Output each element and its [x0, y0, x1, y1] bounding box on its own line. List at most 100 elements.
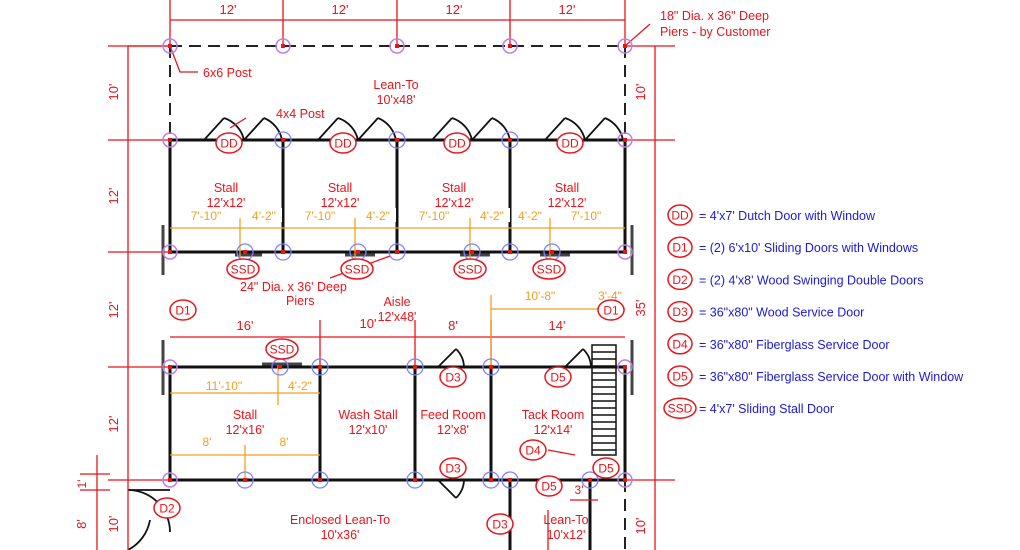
pier-marker	[501, 243, 519, 261]
upper-dim-10-8: 10'-8"	[525, 289, 556, 303]
left-dim-5: 10'	[106, 516, 121, 533]
legend-text: = 4'x7' Sliding Stall Door	[699, 402, 834, 416]
left-dim-small-8: 8'	[74, 519, 89, 529]
pier-marker	[162, 244, 178, 260]
door-tag-ssd-2: SSD	[340, 258, 374, 280]
stall-dim-2: 4'-2"	[252, 209, 276, 223]
post-marker	[508, 44, 512, 48]
wash-stall-size: 12'x10'	[349, 423, 388, 437]
legend-tag-ellipse	[667, 268, 693, 291]
legend-item: D2 = (2) 4'x8' Wood Swinging Double Doors	[667, 268, 923, 291]
stall-dim-6: 4'-2"	[480, 209, 504, 223]
legend-tag: D5	[672, 370, 688, 384]
post-marker	[318, 365, 322, 369]
left-dim-4: 12'	[106, 416, 121, 433]
svg-text:SSD: SSD	[345, 263, 370, 277]
top-dim-3: 12'	[446, 2, 463, 17]
right-dim-1: 10'	[633, 84, 648, 101]
stall-dim-4: 4'-2"	[366, 209, 390, 223]
top-dimensions: 12' 12' 12' 12'	[210, 2, 585, 18]
stall-3-name: Stall	[442, 181, 466, 195]
pier-marker	[389, 38, 405, 54]
lean-to-small-size: 10'x12'	[547, 528, 586, 542]
door-tag-dd-1: DD	[215, 132, 243, 154]
lean-to-small-name: Lean-To	[543, 513, 588, 527]
lower-dim-3: 3'	[575, 483, 584, 497]
post-marker	[356, 250, 360, 254]
post-marker	[168, 138, 172, 142]
aisle-dimensions: 16' 10' 8' 14' 10'-8" 3'-4"	[237, 289, 622, 333]
lower-dim-8a: 8'	[203, 435, 212, 449]
stall-3-size: 12'x12'	[435, 196, 474, 210]
svg-text:D3: D3	[445, 371, 461, 385]
building-walls	[168, 138, 627, 550]
post-marker	[281, 250, 285, 254]
legend-tag-ellipse	[667, 236, 693, 258]
lean-to-top-name: Lean-To	[373, 78, 418, 92]
svg-text:SSD: SSD	[270, 343, 295, 357]
post-marker	[508, 138, 512, 142]
door-swing	[437, 348, 465, 368]
svg-text:D1: D1	[603, 304, 619, 318]
pier-marker	[388, 131, 406, 149]
door-tag-ssd-5: SSD	[265, 338, 299, 360]
pier-marker	[311, 358, 329, 376]
post-marker	[243, 250, 247, 254]
lean-to-outline	[169, 45, 626, 550]
pier-marker	[274, 243, 292, 261]
svg-text:D5: D5	[550, 371, 566, 385]
pier-marker	[581, 471, 599, 489]
callouts: 18" Dia. x 36" Deep Piers - by Customer …	[203, 9, 770, 308]
legend-tag: D4	[672, 337, 688, 351]
upper-dim-3-4: 3'-4"	[598, 289, 622, 303]
pier-marker	[617, 244, 633, 260]
door-tag-d1-left: D1	[169, 299, 197, 321]
stall-dim-7: 4'-2"	[518, 209, 542, 223]
dutch-door-swing	[317, 117, 397, 141]
pier-marker	[311, 471, 329, 489]
post-marker	[243, 478, 247, 482]
door-tag-d5-tack: D5	[544, 366, 572, 388]
door-tag-d5-stairs: D5	[592, 457, 620, 479]
legend-text: = 36"x80" Fiberglass Service Door with W…	[699, 370, 964, 384]
piers-24-line2: Piers	[286, 294, 314, 308]
legend-item: D3= 36"x80" Wood Service Door	[667, 300, 864, 323]
stall-4-name: Stall	[555, 181, 579, 195]
enclosed-lean-to-name: Enclosed Lean-To	[290, 513, 390, 527]
stall-dim-3: 7'-10"	[305, 209, 336, 223]
post-marker	[489, 365, 493, 369]
legend-tag-ellipse	[667, 300, 693, 323]
post-6x6-label: 6x6 Post	[203, 66, 252, 80]
left-dim-1: 10'	[106, 84, 121, 101]
stairs	[591, 344, 617, 456]
post-marker	[395, 138, 399, 142]
post-marker	[318, 478, 322, 482]
stall-2-name: Stall	[328, 181, 352, 195]
legend-text: = 4'x7' Dutch Door with Window	[699, 209, 876, 223]
stall-large-size: 12'x16'	[226, 423, 265, 437]
post-marker	[413, 478, 417, 482]
svg-text:DD: DD	[334, 137, 352, 151]
legend-item: SSD= 4'x7' Sliding Stall Door	[663, 397, 834, 419]
door-tag-d2: D2	[153, 497, 181, 519]
legend-text: = (2) 4'x8' Wood Swinging Double Doors	[699, 273, 923, 287]
legend-tag: D1	[672, 241, 688, 255]
post-marker	[623, 478, 627, 482]
post-marker	[623, 138, 627, 142]
stall-1-name: Stall	[214, 181, 238, 195]
pier-marker	[236, 471, 254, 489]
post-marker	[489, 478, 493, 482]
svg-text:SSD: SSD	[458, 263, 483, 277]
door-tag-ssd-4: SSD	[532, 258, 566, 280]
aisle-dim-16: 16'	[237, 318, 254, 333]
legend-text: = 36"x80" Wood Service Door	[699, 306, 864, 320]
svg-text:D4: D4	[525, 444, 541, 458]
stall-inner-dimensions: 7'-10" 4'-2" 7'-10" 4'-2" 7'-10" 4'-2" 4…	[186, 208, 608, 223]
post-marker	[623, 44, 627, 48]
left-dimensions: 10' 12' 12' 12' 10' 8' 1'	[74, 84, 121, 533]
pier-marker	[162, 359, 178, 375]
legend-tag: D2	[672, 273, 688, 287]
post-marker	[588, 478, 592, 482]
